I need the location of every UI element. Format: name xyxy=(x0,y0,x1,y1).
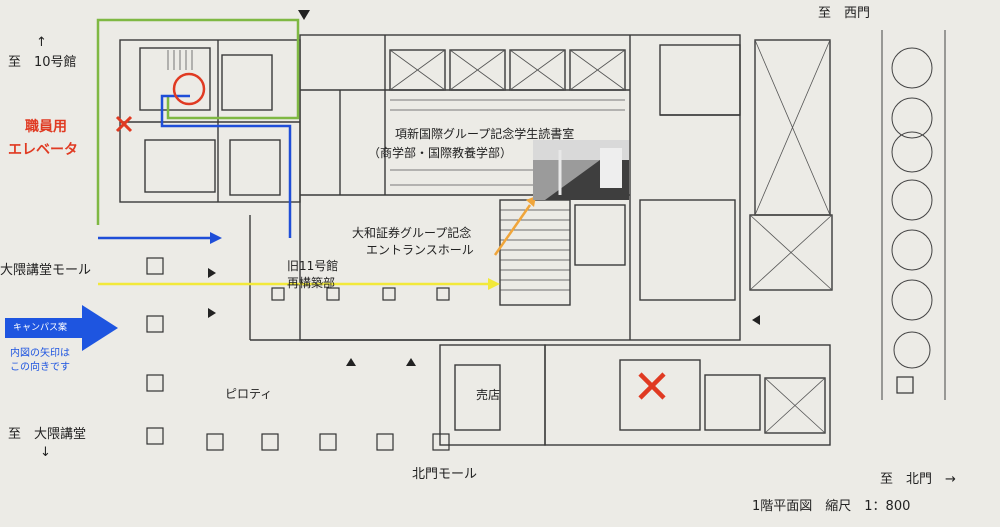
reading-room-label-2: （商学部・国際教養学部） xyxy=(368,145,512,160)
campus-guide-label-2: 内図の矢印は xyxy=(10,346,70,359)
circle-highlight-icon xyxy=(172,72,206,106)
down-arrow-label: ↓ xyxy=(40,445,51,460)
to-north-gate-label: 至 北門 → xyxy=(880,472,956,487)
blue-arrowhead xyxy=(210,232,222,244)
scale-caption: 1階平面図 縮尺 1：800 xyxy=(752,498,910,514)
building-walls xyxy=(119,34,833,446)
north-gate-mall-label: 北門モール xyxy=(412,467,477,482)
entrance-hall-label-2: エントランスホール xyxy=(366,243,474,257)
entrance-hall-label-1: 大和証券グループ記念 xyxy=(352,225,471,240)
okuma-mall-label: 大隈講堂モール xyxy=(0,262,91,278)
to-west-gate-label: 至 西門 xyxy=(818,6,870,21)
old-bldg11-label-2: 再構築部 xyxy=(287,275,335,290)
x-mark-icon-large xyxy=(638,372,666,400)
mall-pillars xyxy=(146,257,914,451)
piloti-label: ピロティ xyxy=(225,387,272,401)
hall-photo-inset xyxy=(533,140,629,200)
blue-route xyxy=(98,94,292,240)
green-route xyxy=(96,18,300,225)
reading-room-label-1: 項新国際グループ記念学生読書室 xyxy=(395,126,574,141)
triangle-entrance-icon xyxy=(208,10,760,366)
yellow-route xyxy=(98,278,500,290)
staff-elevator-label-1: 職員用 xyxy=(25,118,67,135)
x-mark-icon xyxy=(115,115,133,133)
staff-elevator-label-2: エレベータ xyxy=(8,142,78,158)
campus-guide-arrow-icon xyxy=(5,305,118,351)
tree-row xyxy=(881,30,946,400)
old-bldg11-label-1: 旧11号館 xyxy=(287,258,338,273)
shop-label: 売店 xyxy=(476,387,500,402)
campus-guide-label-3: この向きです xyxy=(10,360,70,373)
up-arrow-label: ↑ xyxy=(36,35,47,50)
to-okuma-hall-label: 至 大隈講堂 xyxy=(8,426,86,442)
to-bldg10-label: 至 10号館 xyxy=(8,55,77,70)
orange-pointer xyxy=(493,204,532,256)
campus-guide-label-1: キャンパス案 xyxy=(13,321,67,333)
